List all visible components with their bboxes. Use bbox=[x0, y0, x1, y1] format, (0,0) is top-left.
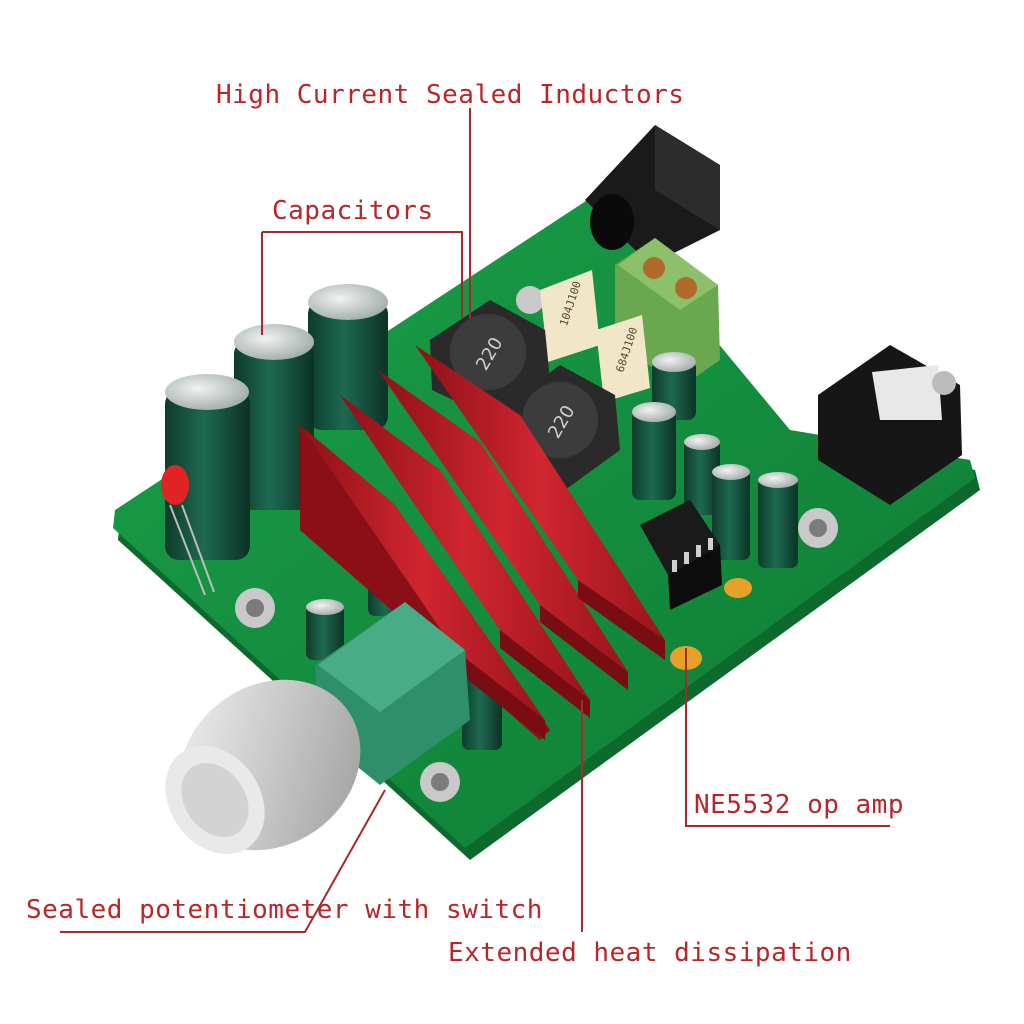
potentiometer-callout-label: Sealed potentiometer with switch bbox=[26, 895, 543, 925]
inductors-callout-label: High Current Sealed Inductors bbox=[216, 80, 685, 110]
callout-leader-lines bbox=[60, 108, 890, 933]
opamp-callout-label: NE5532 op amp bbox=[694, 790, 904, 820]
capacitors-leader-line bbox=[262, 231, 463, 318]
film-capacitor-a: 104J100 bbox=[540, 270, 600, 362]
heatsink-callout-label: Extended heat dissipation bbox=[448, 938, 852, 968]
opamp-leader-line bbox=[685, 648, 890, 827]
dc-power-jack bbox=[585, 125, 720, 265]
film-capacitor-b: 684J100 bbox=[596, 315, 650, 402]
volume-knob bbox=[165, 679, 361, 855]
op-amp-chip bbox=[640, 500, 722, 610]
mounting-hole bbox=[516, 286, 544, 314]
capacitors-callout-label: Capacitors bbox=[272, 196, 434, 226]
electrolytic-capacitor-group bbox=[165, 284, 388, 560]
audio-input-jack bbox=[818, 345, 962, 505]
small-capacitor-group bbox=[306, 352, 798, 750]
power-led bbox=[161, 465, 215, 596]
potentiometer-leader-line bbox=[60, 789, 386, 933]
ceramic-capacitor bbox=[724, 578, 752, 598]
heatsink bbox=[300, 345, 665, 740]
